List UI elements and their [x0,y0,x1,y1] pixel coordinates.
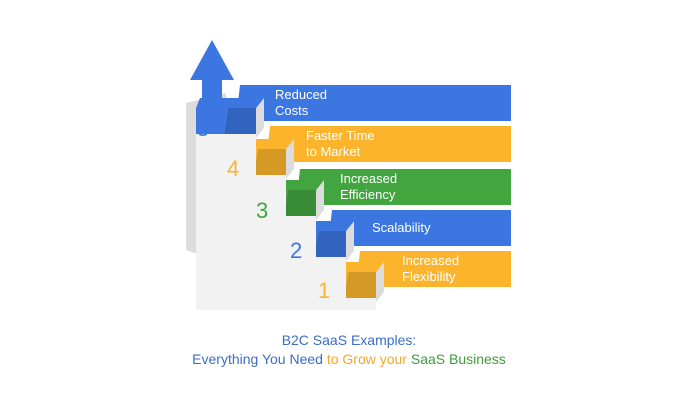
caption-subtitle-part2: to Grow your [326,351,411,367]
step-number-5: 5 [197,116,210,141]
stair-block-side-2 [346,221,354,261]
stair-riser-shade-2 [314,231,346,257]
stair-block-5 [196,108,256,310]
step-label-line: Increased [340,171,398,186]
step-label-line: Increased [402,253,460,268]
step-ribbon-5 [236,85,511,121]
step-number-3: 3 [256,198,269,223]
step-label-2: Scalability [372,220,431,236]
stair-riser-shade-5 [224,108,256,134]
stair-riser-shade-3 [284,190,316,216]
step-number-1: 1 [318,278,331,303]
stair-block-side-1 [376,262,384,302]
stair-riser-shade-1 [344,272,376,298]
caption-title: B2C SaaS Examples: [281,332,417,348]
step-label-line: Flexibility [402,269,456,284]
step-label-line: to Market [306,144,361,159]
step-label-line: Faster Time [306,128,375,143]
caption: B2C SaaS Examples: Everything You Need t… [0,331,698,369]
caption-subtitle-part1: Everything You Need [192,351,327,367]
step-label-line: Efficiency [340,187,396,202]
stair-block-side-5 [256,98,264,138]
caption-subtitle-part3: SaaS Business [410,351,506,367]
step-label-line: Scalability [372,220,431,235]
step-ribbon-4 [266,126,511,162]
stair-block-side-3 [316,180,324,220]
step-number-2: 2 [290,238,303,263]
step-number-4: 4 [227,156,240,181]
step-ribbon-1 [356,251,511,287]
step-ribbon-3 [296,169,511,205]
step-label-line: Costs [275,103,309,118]
up-arrow-icon [190,40,234,104]
stair-riser-5 [196,108,228,134]
step-ribbon-2 [328,210,511,246]
caption-subtitle: Everything You Need to Grow your SaaS Bu… [0,350,698,369]
step-label-line: Reduced [275,87,328,102]
stair-riser-shade-4 [254,149,286,175]
stair-block-side-4 [286,139,294,179]
